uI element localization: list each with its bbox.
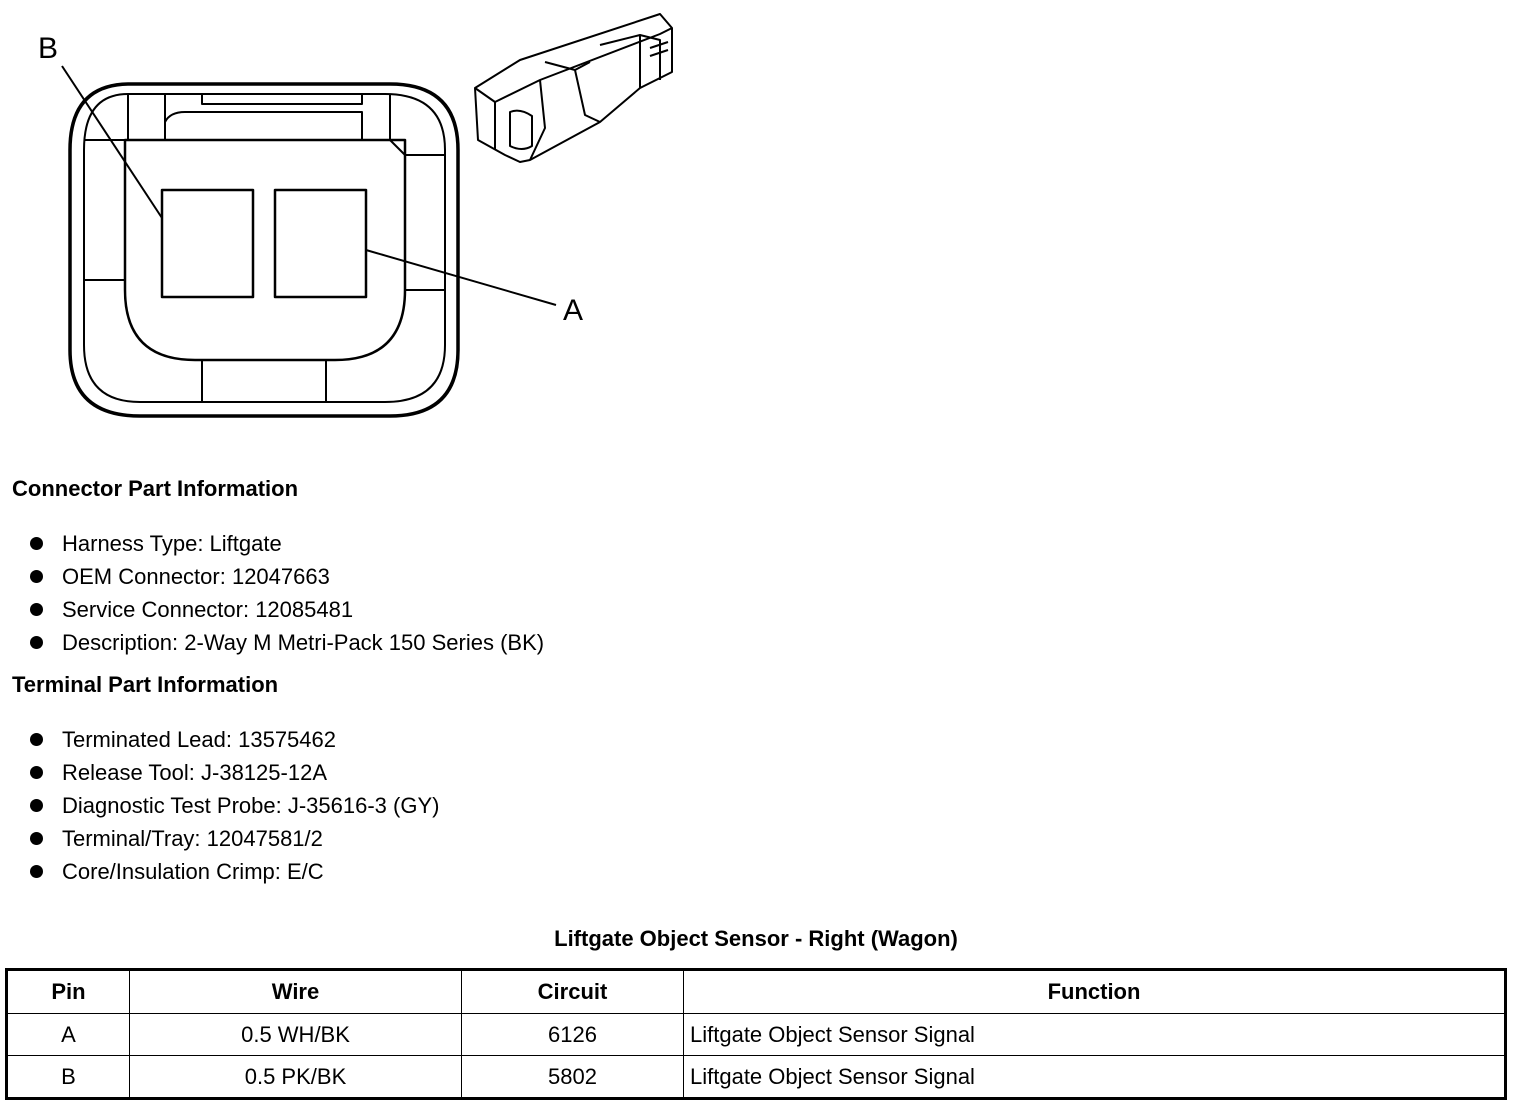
list-item-text: Terminal/Tray: 12047581/2 bbox=[62, 826, 323, 851]
list-item-text: Core/Insulation Crimp: E/C bbox=[62, 859, 324, 884]
callout-label-a: A bbox=[563, 294, 584, 327]
list-item: Diagnostic Test Probe: J-35616-3 (GY) bbox=[0, 789, 439, 822]
list-item: Harness Type: Liftgate bbox=[0, 527, 544, 560]
list-item-text: Release Tool: J-38125-12A bbox=[62, 760, 327, 785]
list-item: OEM Connector: 12047663 bbox=[0, 560, 544, 593]
pin-table: Pin Wire Circuit Function A 0.5 WH/BK 61… bbox=[5, 968, 1507, 1100]
cell-circuit: 5802 bbox=[461, 1055, 684, 1099]
list-item-text: Harness Type: Liftgate bbox=[62, 531, 282, 556]
terminal-cavity-a bbox=[273, 188, 368, 299]
list-item: Description: 2-Way M Metri-Pack 150 Seri… bbox=[0, 626, 544, 659]
bullet-icon bbox=[30, 832, 43, 845]
table-header-row: Pin Wire Circuit Function bbox=[6, 969, 1506, 1014]
list-item: Terminal/Tray: 12047581/2 bbox=[0, 822, 439, 855]
list-item-text: Description: 2-Way M Metri-Pack 150 Seri… bbox=[62, 630, 545, 655]
connector-face-view bbox=[61, 13, 673, 418]
bullet-icon bbox=[30, 603, 43, 616]
bullet-icon bbox=[30, 865, 43, 878]
pin-table-title: Liftgate Object Sensor - Right (Wagon) bbox=[554, 926, 958, 951]
connector-part-info-heading: Connector Part Information bbox=[12, 476, 299, 501]
connector-isometric-icon bbox=[474, 13, 673, 163]
header-circuit: Circuit bbox=[461, 969, 684, 1014]
cell-pin: A bbox=[6, 1013, 130, 1056]
header-pin: Pin bbox=[6, 969, 130, 1014]
callout-b-leader bbox=[61, 65, 163, 219]
connector-part-info-list: Harness Type: Liftgate OEM Connector: 12… bbox=[0, 527, 544, 659]
table-row: A 0.5 WH/BK 6126 Liftgate Object Sensor … bbox=[6, 1013, 1506, 1056]
cell-wire: 0.5 PK/BK bbox=[129, 1055, 462, 1099]
cell-function: Liftgate Object Sensor Signal bbox=[683, 1013, 1506, 1056]
list-item-text: Terminated Lead: 13575462 bbox=[62, 727, 336, 752]
callout-label-b: B bbox=[38, 32, 59, 65]
terminal-cavity-b bbox=[160, 188, 255, 299]
list-item: Core/Insulation Crimp: E/C bbox=[0, 855, 439, 888]
connector-latch bbox=[164, 111, 363, 140]
cell-pin: B bbox=[6, 1055, 130, 1099]
cell-wire: 0.5 WH/BK bbox=[129, 1013, 462, 1056]
header-function: Function bbox=[683, 969, 1506, 1014]
bullet-icon bbox=[30, 733, 43, 746]
table-row: B 0.5 PK/BK 5802 Liftgate Object Sensor … bbox=[6, 1055, 1506, 1099]
list-item-text: OEM Connector: 12047663 bbox=[62, 564, 330, 589]
cell-function: Liftgate Object Sensor Signal bbox=[683, 1055, 1506, 1099]
connector-key bbox=[201, 360, 327, 402]
cell-circuit: 6126 bbox=[461, 1013, 684, 1056]
connector-cavity bbox=[123, 138, 407, 362]
list-item: Terminated Lead: 13575462 bbox=[0, 723, 439, 756]
bullet-icon bbox=[30, 799, 43, 812]
list-item: Release Tool: J-38125-12A bbox=[0, 756, 439, 789]
list-item: Service Connector: 12085481 bbox=[0, 593, 544, 626]
terminal-part-info-heading: Terminal Part Information bbox=[12, 672, 279, 697]
list-item-text: Service Connector: 12085481 bbox=[62, 597, 354, 622]
connector-inner-shell bbox=[83, 93, 446, 403]
connector-diagram: B A bbox=[0, 0, 700, 440]
terminal-part-info-list: Terminated Lead: 13575462 Release Tool: … bbox=[0, 723, 439, 888]
callout-a-leader bbox=[365, 249, 557, 306]
list-item-text: Diagnostic Test Probe: J-35616-3 (GY) bbox=[62, 793, 440, 818]
connector-outer-shell bbox=[68, 82, 460, 418]
bullet-icon bbox=[30, 636, 43, 649]
bullet-icon bbox=[30, 570, 43, 583]
header-wire: Wire bbox=[129, 969, 462, 1014]
bullet-icon bbox=[30, 766, 43, 779]
bullet-icon bbox=[30, 537, 43, 550]
